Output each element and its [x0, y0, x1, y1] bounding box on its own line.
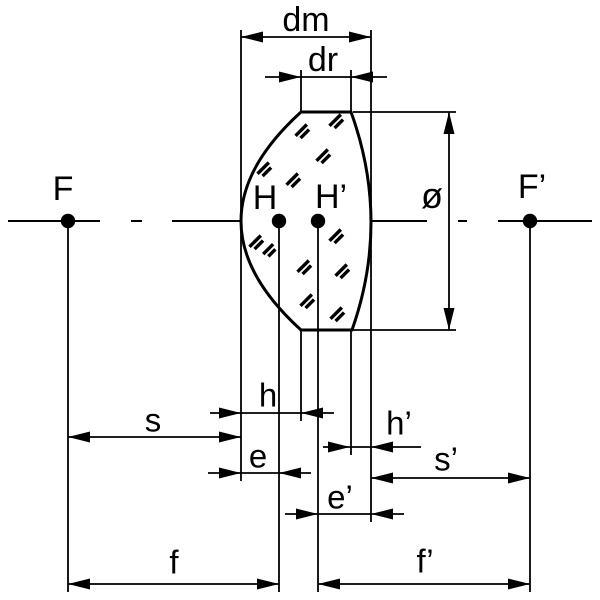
cardinal-points [60, 213, 538, 229]
label-principal-plane-back: H’ [314, 178, 348, 216]
f-dimension [68, 578, 279, 590]
glass-hatching [248, 113, 351, 323]
label-dm: dm [282, 1, 330, 39]
label-f: f [169, 543, 179, 581]
principal-point-back-dot [310, 213, 326, 229]
label-e-prime: e’ [327, 478, 353, 516]
extension-lines [67, 30, 531, 592]
principal-point-front-dot [271, 213, 287, 229]
label-f-prime: f’ [416, 542, 434, 580]
h-prime-dimension [323, 441, 421, 453]
label-focal-point-back: F’ [517, 168, 547, 206]
focal-point-front-dot [60, 213, 76, 229]
e-dimension [208, 467, 311, 479]
label-principal-plane-front: H [252, 179, 278, 217]
h-dimension [210, 407, 334, 419]
label-h: h [258, 376, 278, 414]
label-dr: dr [307, 41, 339, 79]
lens-body [239, 110, 373, 332]
focal-point-back-dot [522, 213, 538, 229]
label-e: e [248, 437, 268, 475]
e-prime-dimension [285, 508, 404, 520]
diameter-dimension [443, 112, 455, 330]
s-dimension [68, 431, 241, 443]
label-focal-point-front: F [52, 170, 74, 208]
label-h-prime: h’ [386, 404, 412, 442]
dm-dimension [241, 31, 371, 43]
dr-dimension [265, 71, 387, 83]
label-diameter: ø [421, 175, 443, 216]
s-prime-dimension [371, 472, 530, 484]
label-s-prime: s’ [434, 440, 458, 478]
label-s: s [144, 401, 162, 439]
f-prime-dimension [318, 578, 530, 590]
